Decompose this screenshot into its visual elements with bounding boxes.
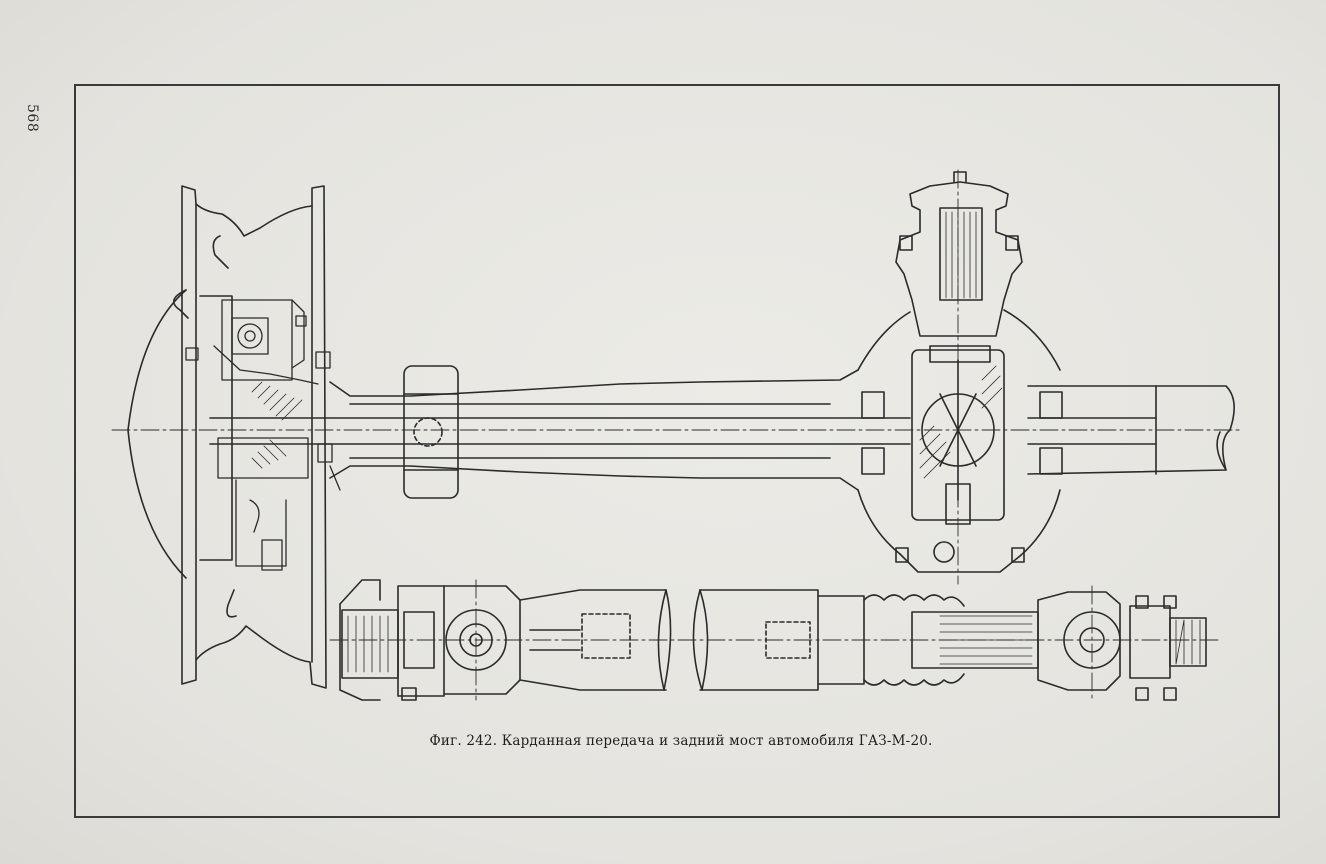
wheel-assembly xyxy=(127,185,327,689)
axle-housing xyxy=(209,365,1235,499)
caption-text: Фиг. 242. Карданная передача и задний мо… xyxy=(429,733,933,749)
figure-frame xyxy=(74,84,1280,818)
differential-housing xyxy=(857,171,1063,573)
center-lines xyxy=(111,169,1241,701)
figure-caption: Фиг. 242. Карданная передача и задний мо… xyxy=(0,733,1326,749)
hub-bearing-assembly xyxy=(185,299,341,571)
propeller-shaft-rear xyxy=(692,589,1207,701)
